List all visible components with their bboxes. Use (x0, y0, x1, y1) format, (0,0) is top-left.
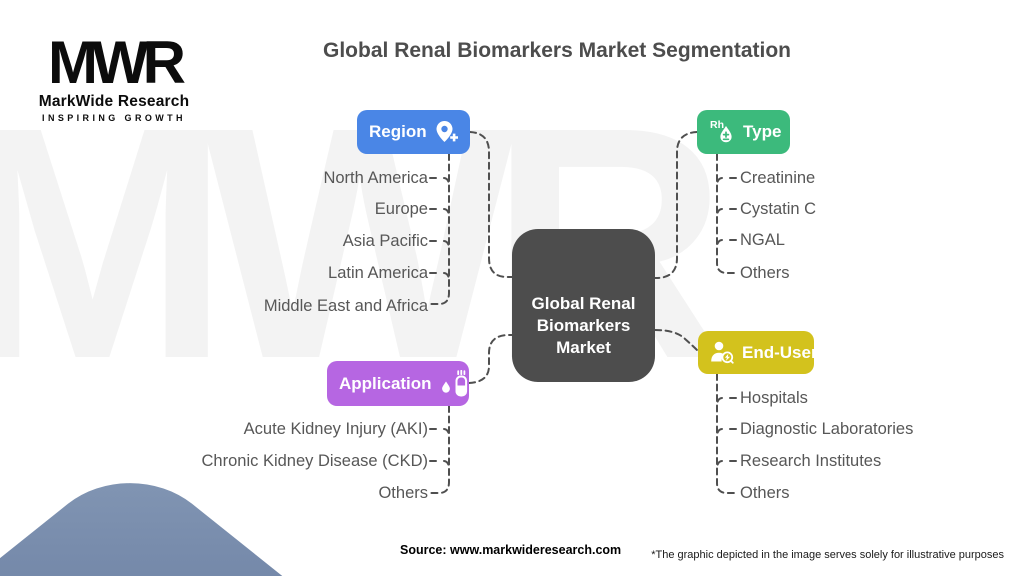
segment-item-europe: Europe (374, 200, 428, 218)
droplet-test-tube-icon (439, 370, 469, 397)
segment-item-cystatin-c: Cystatin C (740, 200, 817, 218)
branch-node-application: Application (327, 361, 469, 406)
source-text: Source: www.markwideresearch.com (400, 543, 622, 557)
segment-item-aki: Acute Kidney Injury (AKI) (243, 420, 428, 438)
enduser-item-elbows (716, 397, 737, 470)
disclaimer-text: *The graphic depicted in the image serve… (651, 549, 1004, 561)
branch-label-region: Region (369, 122, 427, 141)
corner-decoration (0, 454, 484, 576)
segment-item-type-others: Others (740, 264, 790, 282)
branch-node-enduser: End-User (698, 331, 818, 374)
segment-item-hospitals: Hospitals (740, 389, 808, 407)
segment-item-latin-america: Latin America (328, 264, 428, 282)
center-node: Global Renal Biomarkers Market (512, 229, 655, 382)
map-pin-plus-icon (434, 120, 459, 145)
svg-text:Rh: Rh (710, 119, 724, 131)
segment-item-enduser-others: Others (740, 484, 790, 502)
page-title: Global Renal Biomarkers Market Segmentat… (323, 39, 791, 62)
rh-blood-drop-icon: Rh (709, 118, 736, 147)
segment-item-ngal: NGAL (740, 231, 785, 249)
logo-name: MarkWide Research (38, 93, 190, 110)
person-magnifier-icon (710, 340, 735, 365)
branch-node-type: Rh Type (697, 110, 790, 154)
application-item-elbows (429, 428, 450, 470)
segment-item-asia-pacific: Asia Pacific (342, 232, 428, 250)
logo-mark: MWR (48, 29, 186, 96)
logo-tagline: INSPIRING GROWTH (42, 113, 186, 123)
logo: MWR MarkWide Research INSPIRING GROWTH (34, 29, 194, 124)
segment-item-creatinine: Creatinine (740, 169, 816, 187)
segment-item-diagnostic-laboratories: Diagnostic Laboratories (740, 420, 914, 438)
branch-label-enduser: End-User (742, 342, 818, 362)
segment-item-ckd: Chronic Kidney Disease (CKD) (201, 452, 429, 470)
branch-node-region: Region (357, 110, 470, 154)
segment-item-middle-east-africa: Middle East and Africa (263, 297, 428, 315)
segment-item-north-america: North America (323, 169, 428, 187)
branch-label-application: Application (339, 373, 432, 393)
segment-item-research-institutes: Research Institutes (740, 452, 882, 470)
segment-item-application-others: Others (378, 484, 428, 502)
branch-label-type: Type (743, 122, 782, 141)
